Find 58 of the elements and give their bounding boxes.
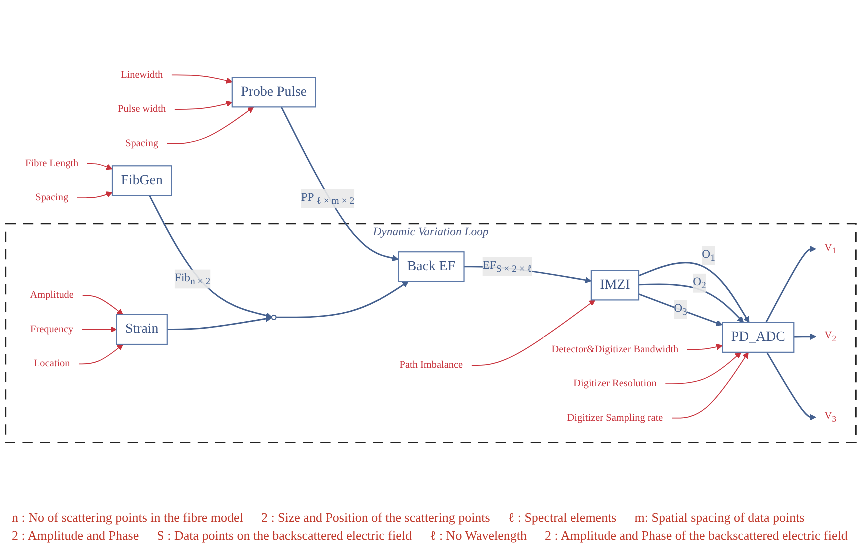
edge-label: O$_{3}$	[674, 302, 688, 318]
arrow	[766, 352, 816, 421]
arrow	[639, 284, 744, 324]
node-text: Frequency	[30, 324, 74, 336]
node-text: V$_{2}$	[824, 330, 836, 344]
node-box: Probe Pulse	[232, 77, 316, 108]
arrow	[672, 352, 749, 419]
arrow	[166, 106, 254, 144]
arrow	[171, 74, 233, 84]
arrow	[766, 246, 816, 324]
note-text: 2 : Amplitude and Phase	[12, 528, 140, 544]
node-box: PD_ADC	[722, 322, 795, 353]
node-text: Path Imbalance	[400, 360, 464, 371]
node-box: Back EF	[398, 252, 465, 282]
node-box: FibGen	[112, 166, 172, 196]
note-text: n : No of scattering points in the fibre model	[12, 510, 244, 526]
node-text: Pulse width	[118, 104, 166, 116]
arrow	[638, 294, 723, 326]
node-text: Spacing	[36, 192, 69, 204]
arrow	[167, 316, 272, 330]
node-text: Fibre Length	[26, 158, 79, 170]
node-text: Detector&Digitizer Bandwidth	[552, 344, 679, 356]
arrow	[794, 334, 816, 340]
note-text: 2 : Size and Position of the scattering points	[261, 510, 490, 526]
node-text: Digitizer Resolution	[574, 378, 657, 390]
note-text: m: Spatial spacing of data points	[634, 510, 805, 526]
arrow	[82, 295, 124, 316]
edge-label: PP $_{ℓ × m × 2}$	[301, 192, 355, 206]
note-text: ℓ : No Wavelength	[430, 528, 527, 544]
arrow	[149, 195, 272, 319]
edge-label: Fib$_{n × 2}$	[174, 272, 211, 287]
arrow	[76, 192, 113, 198]
node-box: Strain	[116, 314, 168, 346]
arrow	[174, 100, 233, 110]
node-text: Location	[34, 358, 70, 370]
note-text: ℓ : Spectral elements	[508, 510, 617, 526]
arrow	[471, 300, 596, 366]
edge-label: EF$_{S × 2 × ℓ}$	[482, 260, 532, 274]
node-text: V$_{1}$	[824, 242, 836, 256]
arrow	[638, 262, 750, 324]
node-text: V$_{3}$	[824, 411, 836, 424]
node-circle	[271, 314, 277, 320]
edge-label: O$_{2}$	[693, 276, 706, 291]
note-text: 2 : Amplitude and Phase of the backscattered electric field	[544, 528, 848, 544]
arrow	[687, 344, 723, 350]
arrow	[280, 106, 399, 262]
node-box: IMZI	[590, 270, 640, 301]
node-text: Linewidth	[121, 70, 164, 81]
arrow	[276, 281, 409, 318]
note-text: S : Data points on the backscattered electric field	[157, 528, 412, 544]
node-text: Amplitude	[30, 290, 74, 301]
arrow	[78, 344, 124, 365]
node-text: Digitizer Sampling rate	[567, 412, 664, 424]
arrow	[86, 163, 113, 170]
arrow	[82, 326, 118, 334]
arrow	[665, 352, 742, 384]
edge-label: O$_{1}$	[702, 248, 716, 264]
node-text: Spacing	[126, 138, 159, 150]
